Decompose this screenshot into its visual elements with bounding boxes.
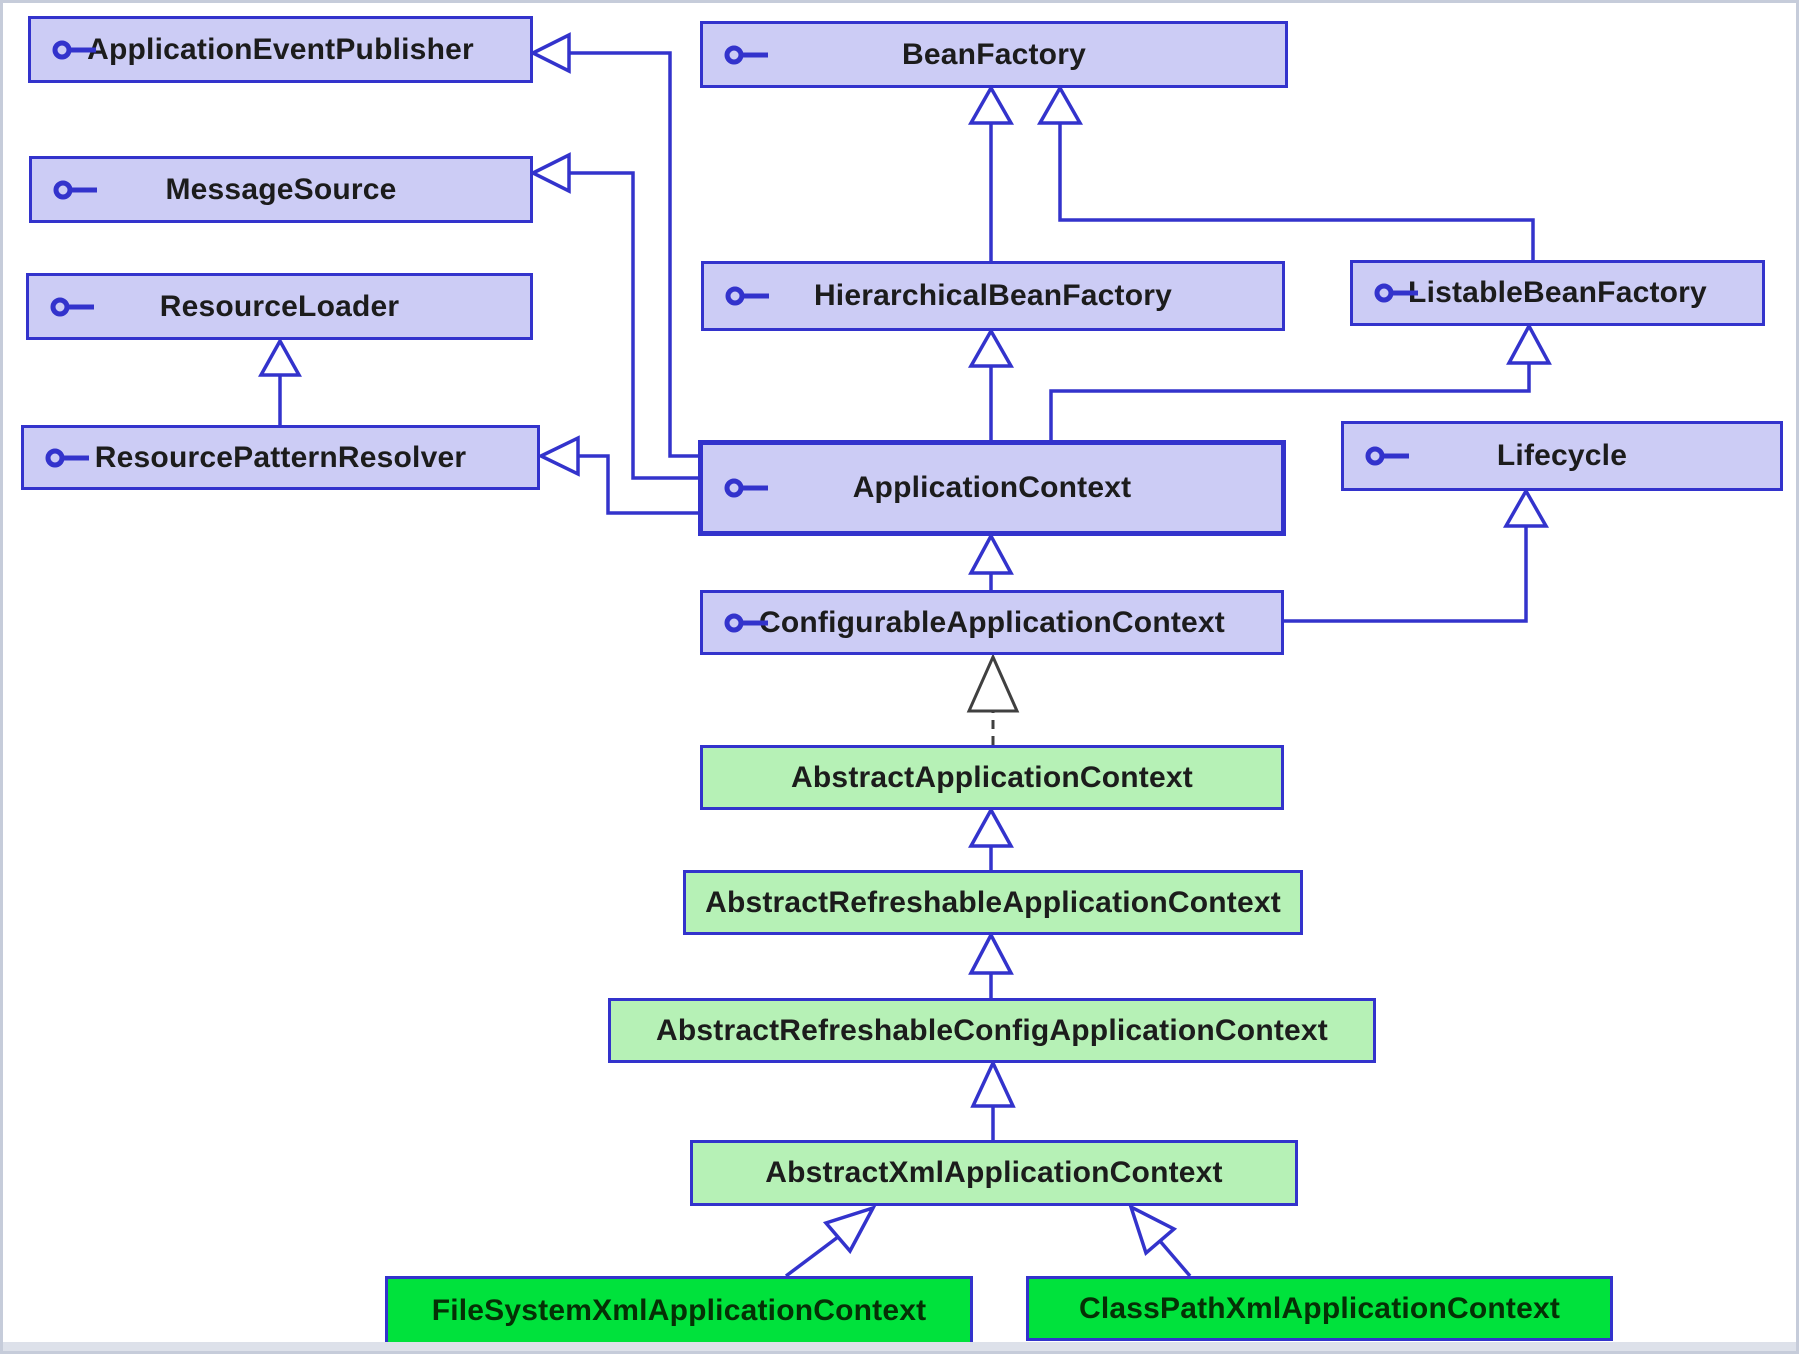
inheritance-arrow-applicationcontext-to-listablebeanfactory bbox=[1049, 322, 1552, 440]
class-name-label: ApplicationContext bbox=[852, 471, 1132, 504]
interface-icon bbox=[725, 286, 769, 306]
interface-box-resource-pattern-resolver: ResourcePatternResolver bbox=[21, 425, 540, 490]
inheritance-arrow-applicationcontext-to-applicationeventpublisher bbox=[529, 32, 698, 458]
class-name-label: FileSystemXmlApplicationContext bbox=[431, 1293, 927, 1327]
inheritance-arrow-resourcepatternresolver-to-resourceloader bbox=[258, 337, 302, 425]
interface-icon bbox=[724, 45, 768, 64]
interface-box-application-context: ApplicationContext bbox=[698, 440, 1286, 536]
class-name-label: ResourcePatternResolver bbox=[94, 440, 467, 474]
inheritance-arrow-applicationcontext-to-messagesource bbox=[529, 152, 698, 480]
connector-layer bbox=[258, 32, 1552, 1278]
interface-box-message-source: MessageSource bbox=[29, 156, 533, 223]
inheritance-arrow-filesystemxml-to-abstractxml bbox=[784, 1205, 877, 1278]
class-box-abstract-refreshable-config-application-context: AbstractRefreshableConfigApplicationCont… bbox=[608, 998, 1376, 1063]
class-name-label: AbstractRefreshableConfigApplicationCont… bbox=[656, 1013, 1328, 1047]
inheritance-arrow-abstractrefreshableconfig-to-abstractrefreshable bbox=[968, 931, 1014, 998]
interface-box-application-event-publisher: ApplicationEventPublisher bbox=[28, 16, 533, 83]
inheritance-arrow-classpathxml-to-abstractxml bbox=[1128, 1203, 1192, 1278]
class-box-abstract-refreshable-application-context: AbstractRefreshableApplicationContext bbox=[683, 870, 1303, 935]
class-box-abstract-application-context: AbstractApplicationContext bbox=[700, 745, 1284, 810]
class-name-label: AbstractRefreshableApplicationContext bbox=[705, 885, 1281, 919]
class-name-label: ConfigurableApplicationContext bbox=[759, 605, 1225, 639]
bottom-border-strip bbox=[3, 1342, 1796, 1351]
class-name-label: ResourceLoader bbox=[159, 289, 400, 323]
interface-box-resource-loader: ResourceLoader bbox=[26, 273, 533, 340]
interface-icon bbox=[53, 180, 97, 199]
class-box-file-system-xml-application-context: FileSystemXmlApplicationContext bbox=[385, 1276, 973, 1345]
class-name-label: AbstractApplicationContext bbox=[791, 760, 1193, 794]
interface-icon bbox=[50, 297, 94, 316]
class-name-label: ApplicationEventPublisher bbox=[87, 32, 474, 66]
interface-box-bean-factory: BeanFactory bbox=[700, 21, 1288, 88]
interface-icon bbox=[1374, 283, 1418, 303]
inheritance-arrow-applicationcontext-to-hierarchicalbeanfactory bbox=[967, 327, 1015, 440]
inheritance-arrow-configurableapplicationcontext-to-lifecycle bbox=[1284, 487, 1550, 623]
interface-icon bbox=[724, 478, 768, 498]
class-name-label: AbstractXmlApplicationContext bbox=[765, 1156, 1223, 1189]
interface-icon bbox=[45, 448, 89, 467]
interface-box-hierarchical-bean-factory: HierarchicalBeanFactory bbox=[701, 261, 1285, 331]
class-name-label: ListableBeanFactory bbox=[1408, 276, 1707, 309]
class-name-label: MessageSource bbox=[165, 172, 397, 206]
interface-icon bbox=[52, 40, 96, 59]
inheritance-arrow-configurableapplicationcontext-to-applicationcontext bbox=[968, 532, 1014, 590]
inheritance-arrow-abstractxml-to-abstractrefreshableconfig bbox=[970, 1058, 1016, 1140]
inheritance-arrow-listablebeanfactory-to-beanfactory bbox=[1036, 84, 1535, 260]
inheritance-arrow-hierarchicalbeanfactory-to-beanfactory bbox=[967, 84, 1015, 261]
interface-icon bbox=[1365, 446, 1409, 466]
class-name-label: HierarchicalBeanFactory bbox=[813, 279, 1173, 312]
class-name-label: ClassPathXmlApplicationContext bbox=[1078, 1291, 1561, 1325]
realization-arrow-abstractapplicationcontext-to-configurableapplicationcontext bbox=[966, 653, 1020, 745]
inheritance-arrow-abstractrefreshable-to-abstractapplicationcontext bbox=[968, 806, 1014, 870]
class-name-label: BeanFactory bbox=[902, 37, 1086, 71]
class-box-class-path-xml-application-context: ClassPathXmlApplicationContext bbox=[1026, 1276, 1613, 1341]
inheritance-arrow-applicationcontext-to-resourcepatternresolver bbox=[536, 435, 698, 515]
interface-box-configurable-application-context: ConfigurableApplicationContext bbox=[700, 590, 1284, 655]
interface-icon bbox=[724, 613, 768, 632]
interface-box-listable-bean-factory: ListableBeanFactory bbox=[1350, 260, 1765, 326]
interface-box-lifecycle: Lifecycle bbox=[1341, 421, 1783, 491]
class-box-abstract-xml-application-context: AbstractXmlApplicationContext bbox=[690, 1140, 1298, 1206]
class-name-label: Lifecycle bbox=[1496, 439, 1628, 472]
